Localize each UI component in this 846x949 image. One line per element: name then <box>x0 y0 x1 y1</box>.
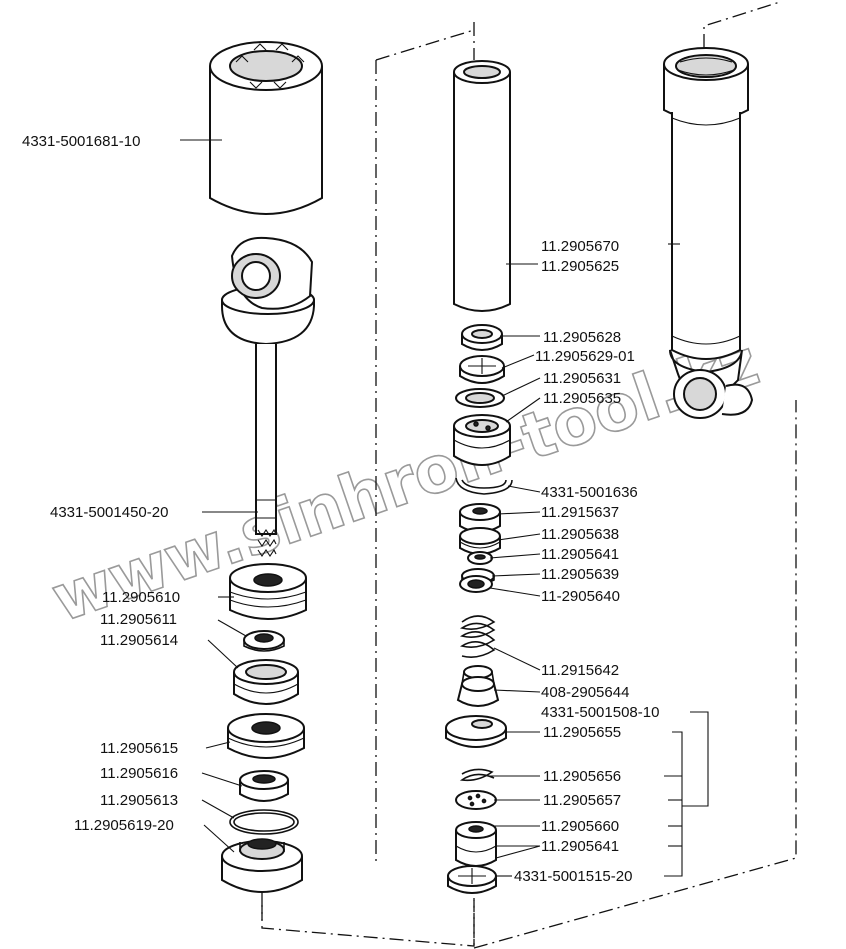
label-valve-seat: 11.2905655 <box>543 724 621 741</box>
label-disc-639: 11.2905639 <box>541 566 619 583</box>
disc-638-part <box>459 527 501 555</box>
guide-bushing-part <box>227 713 305 759</box>
bushing-stack-part <box>455 821 497 867</box>
piston-rod-part <box>221 236 315 557</box>
label-disc-638: 11.2905638 <box>541 526 619 543</box>
inner-tube-part <box>453 60 511 312</box>
label-valve-disc: 11.2905629-01 <box>535 348 635 365</box>
ring-640-part <box>459 575 493 593</box>
label-snap-ring: 4331-5001636 <box>541 484 638 501</box>
label-ring: 11.2905614 <box>100 632 178 649</box>
label-ring-640: 11-2905640 <box>541 588 620 605</box>
label-outer-tube: 11.2905670 <box>541 238 619 255</box>
label-spring-cup: 408-2905644 <box>541 684 629 701</box>
ring-part <box>233 659 299 705</box>
label-base-nut: 11.2905619-20 <box>74 817 174 834</box>
label-bushing-641: 11.2905641 <box>541 838 619 855</box>
label-bushing-660: 11.2905660 <box>541 818 619 835</box>
perforated-disc-part <box>455 790 497 810</box>
o-ring-part <box>229 809 299 835</box>
label-coil-spring: 11.2915642 <box>541 662 619 679</box>
washer-part <box>243 630 285 652</box>
label-guide-bushing: 11.2905615 <box>100 740 178 757</box>
label-washer-631: 11.2905631 <box>543 370 621 387</box>
outer-sleeve-part <box>209 41 323 215</box>
label-inner-tube: 11.2905625 <box>541 258 619 275</box>
washer-631-part <box>455 388 505 408</box>
label-spring-seat: 11.2915637 <box>541 504 619 521</box>
valve-disc-part <box>459 355 505 384</box>
washer-641-part <box>467 551 493 565</box>
label-outer-sleeve: 4331-5001681-10 <box>22 133 140 150</box>
outer-tube-part <box>663 47 754 419</box>
assembly-frame <box>261 1 797 949</box>
label-cap: 11.2905628 <box>543 329 621 346</box>
label-valve-assembly: 4331-5001508-10 <box>541 704 659 721</box>
label-perforated-disc: 11.2905657 <box>543 792 621 809</box>
label-washer: 11.2905611 <box>100 611 177 628</box>
label-washer-641: 11.2905641 <box>541 546 619 563</box>
spring-cup-part <box>456 665 500 707</box>
label-base-valve: 4331-5001515-20 <box>514 868 632 885</box>
coil-spring-part <box>459 615 496 658</box>
seal-part <box>239 770 289 802</box>
spring-clip-part <box>459 768 495 782</box>
base-nut-part <box>221 838 303 893</box>
valve-seat-part <box>445 715 507 748</box>
valve-body-part <box>453 414 511 466</box>
label-seal: 11.2905616 <box>100 765 178 782</box>
label-o-ring: 11.2905613 <box>100 792 178 809</box>
cap-part <box>461 324 503 351</box>
label-valve-body: 11.2905635 <box>543 390 621 407</box>
label-piston: 11.2905610 <box>102 589 180 606</box>
left-leader-lines <box>180 139 258 853</box>
label-spring-clip: 11.2905656 <box>543 768 621 785</box>
label-piston-rod: 4331-5001450-20 <box>50 504 168 521</box>
base-valve-part <box>447 865 497 894</box>
piston-part <box>229 563 307 620</box>
middle-leader-lines <box>489 263 709 877</box>
